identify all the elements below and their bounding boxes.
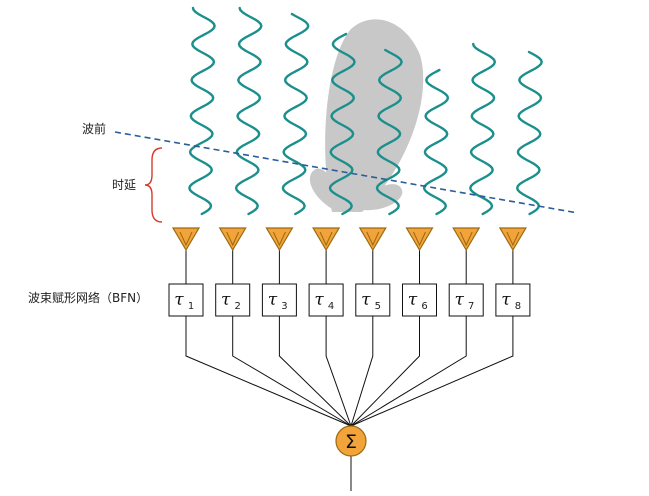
wave-3: [281, 12, 310, 216]
antenna-triangle-icon: [358, 227, 387, 252]
antenna-triangle-icon: [452, 227, 481, 252]
bfn-label: 波束赋形网络（BFN）: [28, 290, 148, 305]
delay-box-6: [402, 283, 437, 317]
delay-index: 8: [515, 301, 521, 312]
delay-box-4: [308, 283, 344, 317]
wavefront-label: 波前: [82, 121, 106, 136]
antenna-triangle-icon: [171, 227, 201, 252]
wave-4: [328, 32, 356, 216]
time-delay-brace: [144, 147, 163, 223]
incoming-waves: [188, 6, 543, 216]
delay-symbol: τ: [408, 290, 418, 310]
antenna-triangle-icon: [498, 227, 527, 252]
delay-box-2: [215, 283, 251, 317]
delay-box-7: [448, 283, 484, 317]
delay-symbol: τ: [501, 290, 511, 310]
wave-5: [375, 48, 403, 216]
antenna-detail: [179, 231, 193, 247]
antenna-triangle-icon: [405, 227, 434, 252]
delay-box-3: [261, 283, 297, 317]
delay-index: 6: [421, 301, 427, 312]
antenna-triangle-icon: [312, 227, 341, 252]
bfn-connection-7: [350, 316, 467, 427]
delay-box-5: [355, 283, 391, 317]
delay-symbol: τ: [314, 290, 324, 310]
bfn-connection-5: [350, 316, 374, 427]
delay-index: 2: [235, 301, 241, 312]
antenna-detail: [272, 231, 286, 247]
antenna-triangle-icon: [218, 227, 247, 252]
wave-1: [188, 6, 216, 216]
bfn-connection-1: [185, 316, 352, 427]
antenna-detail: [459, 231, 473, 247]
delay-index: 7: [468, 301, 474, 312]
antenna-triangle-icon: [265, 227, 294, 252]
bfn-connection-3: [278, 316, 352, 427]
delay-symbol: τ: [454, 290, 464, 310]
antenna-detail: [319, 231, 333, 247]
delay-symbol: τ: [174, 290, 184, 310]
bfn-connection-2: [232, 316, 352, 427]
bfn-connection-6: [350, 316, 420, 427]
delay-index: 5: [375, 301, 381, 312]
delay-symbol: τ: [268, 290, 278, 310]
delay-box-8: [495, 283, 531, 317]
time-delay-label: 时延: [112, 178, 136, 192]
delay-symbol: τ: [361, 290, 371, 310]
delay-index: 1: [188, 301, 194, 312]
wave-2: [234, 6, 263, 216]
antenna-detail: [413, 231, 426, 247]
wave-6: [422, 68, 450, 216]
wave-8: [515, 50, 543, 216]
summation-symbol: Σ: [345, 431, 357, 453]
antenna-detail: [226, 231, 240, 247]
bfn-connection-4: [325, 316, 352, 427]
delay-index: 4: [328, 301, 334, 312]
delay-symbol: τ: [221, 290, 231, 310]
wavefront-line: [114, 131, 579, 214]
summation-icon: [335, 425, 367, 457]
delay-index: 3: [281, 301, 287, 312]
wave-7: [469, 42, 497, 216]
delay-box-1: [168, 283, 204, 317]
antenna-detail: [366, 231, 380, 247]
bfn-connection-8: [350, 316, 514, 427]
antenna-detail: [506, 231, 520, 247]
